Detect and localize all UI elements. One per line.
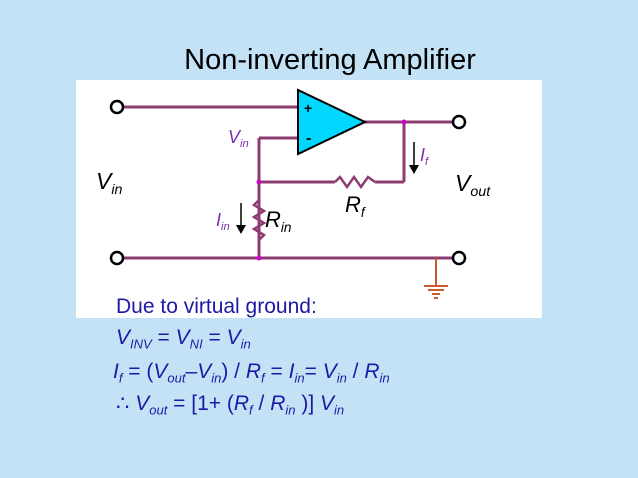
- equation-gain: ∴ Vout = [1+ (Rf / Rin )] Vin: [116, 392, 345, 418]
- opamp-triangle: [297, 88, 368, 156]
- if-label: If: [420, 145, 429, 168]
- if-arrow-icon: [409, 142, 419, 174]
- rf-label: Rf: [345, 192, 365, 220]
- node-dot-output: [401, 119, 407, 125]
- node-dot-feedback: [256, 179, 262, 185]
- iin-arrow-icon: [236, 203, 246, 234]
- virtual-ground-heading: Due to virtual ground:: [116, 295, 317, 318]
- input-terminal-top: [109, 99, 125, 115]
- iin-label: Iin: [216, 210, 230, 233]
- input-resistor: [251, 199, 267, 241]
- node-dot-ground: [256, 255, 262, 261]
- equation-virtual-ground: VINV = VNI = Vin: [116, 326, 251, 352]
- vin-node-label: Vin: [228, 127, 249, 150]
- opamp-minus-sign: -: [306, 130, 311, 147]
- equation-feedback-current: If = (Vout–Vin) / Rf = Iin= Vin / Rin: [113, 360, 390, 386]
- feedback-resistor: [334, 174, 376, 190]
- vin-label: Vin: [96, 168, 123, 198]
- output-terminal-bottom: [451, 250, 467, 266]
- slide-title: Non-inverting Amplifier: [184, 44, 476, 76]
- opamp-plus-sign: +: [304, 100, 312, 116]
- rin-label: Rin: [265, 207, 292, 235]
- output-terminal-top: [451, 114, 467, 130]
- input-terminal-bottom: [109, 250, 125, 266]
- vout-label: Vout: [455, 170, 491, 200]
